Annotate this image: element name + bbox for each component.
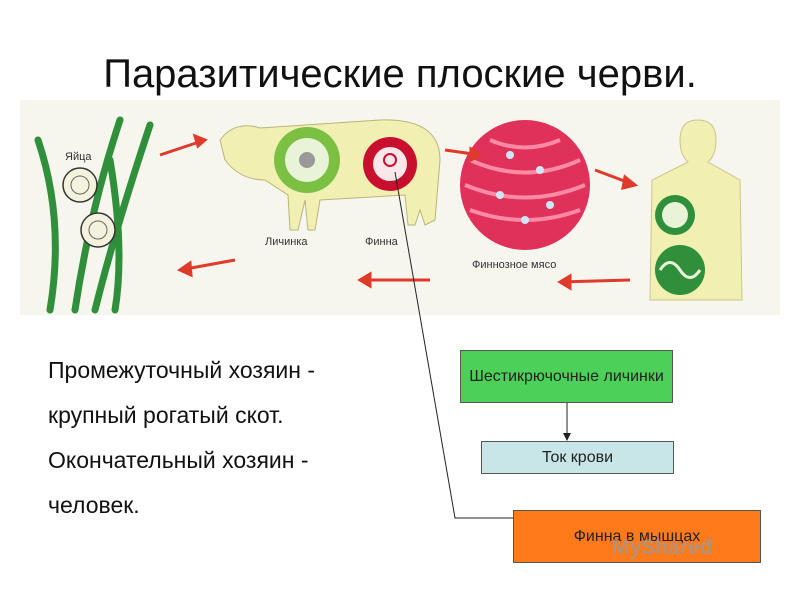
scolex-circle-icon (655, 195, 695, 235)
flow-step-blood: Ток крови (481, 441, 674, 474)
host-text-line-2: крупный рогатый скот. (48, 402, 284, 428)
host-text-line-4: человек. (48, 492, 140, 518)
meat-label: Финнозное мясо (472, 259, 556, 271)
cycle-arrow-head (621, 174, 639, 191)
flow-step-larvae: Шестикрючочные личинки (460, 350, 673, 403)
host-text-line-3: Окончательный хозяин - (48, 447, 309, 473)
cycle-arrow-head (192, 133, 208, 149)
grass-illustration (34, 116, 154, 314)
cycle-arrow-head (176, 260, 193, 278)
watermark-logo: MyShared (612, 536, 713, 559)
egg-icon (62, 167, 98, 203)
cycle-arrow (559, 278, 631, 284)
finna-circle-icon (363, 137, 417, 191)
cycle-arrow-head (469, 146, 483, 163)
host-text-line-1: Промежуточный хозяин - (48, 357, 315, 383)
flow-arrow-head (563, 433, 571, 441)
eggs-label: Яйца (65, 151, 92, 163)
larva-label: Личинка (265, 236, 308, 248)
lifecycle-illustration: Яйца Личинка Финна Финнозное мясо (20, 100, 780, 315)
cycle-arrow-head (357, 271, 372, 289)
finna-label: Финна (365, 236, 399, 248)
page-title: Паразитические плоские черви. (103, 52, 697, 96)
egg-icon (80, 212, 116, 248)
infected-meat-icon (460, 120, 590, 250)
tapeworm-circle-icon (655, 245, 705, 295)
larva-circle-icon (274, 127, 340, 193)
cycle-arrow-head (557, 273, 572, 291)
flow-step-finna: Финна в мышцах (513, 510, 761, 563)
